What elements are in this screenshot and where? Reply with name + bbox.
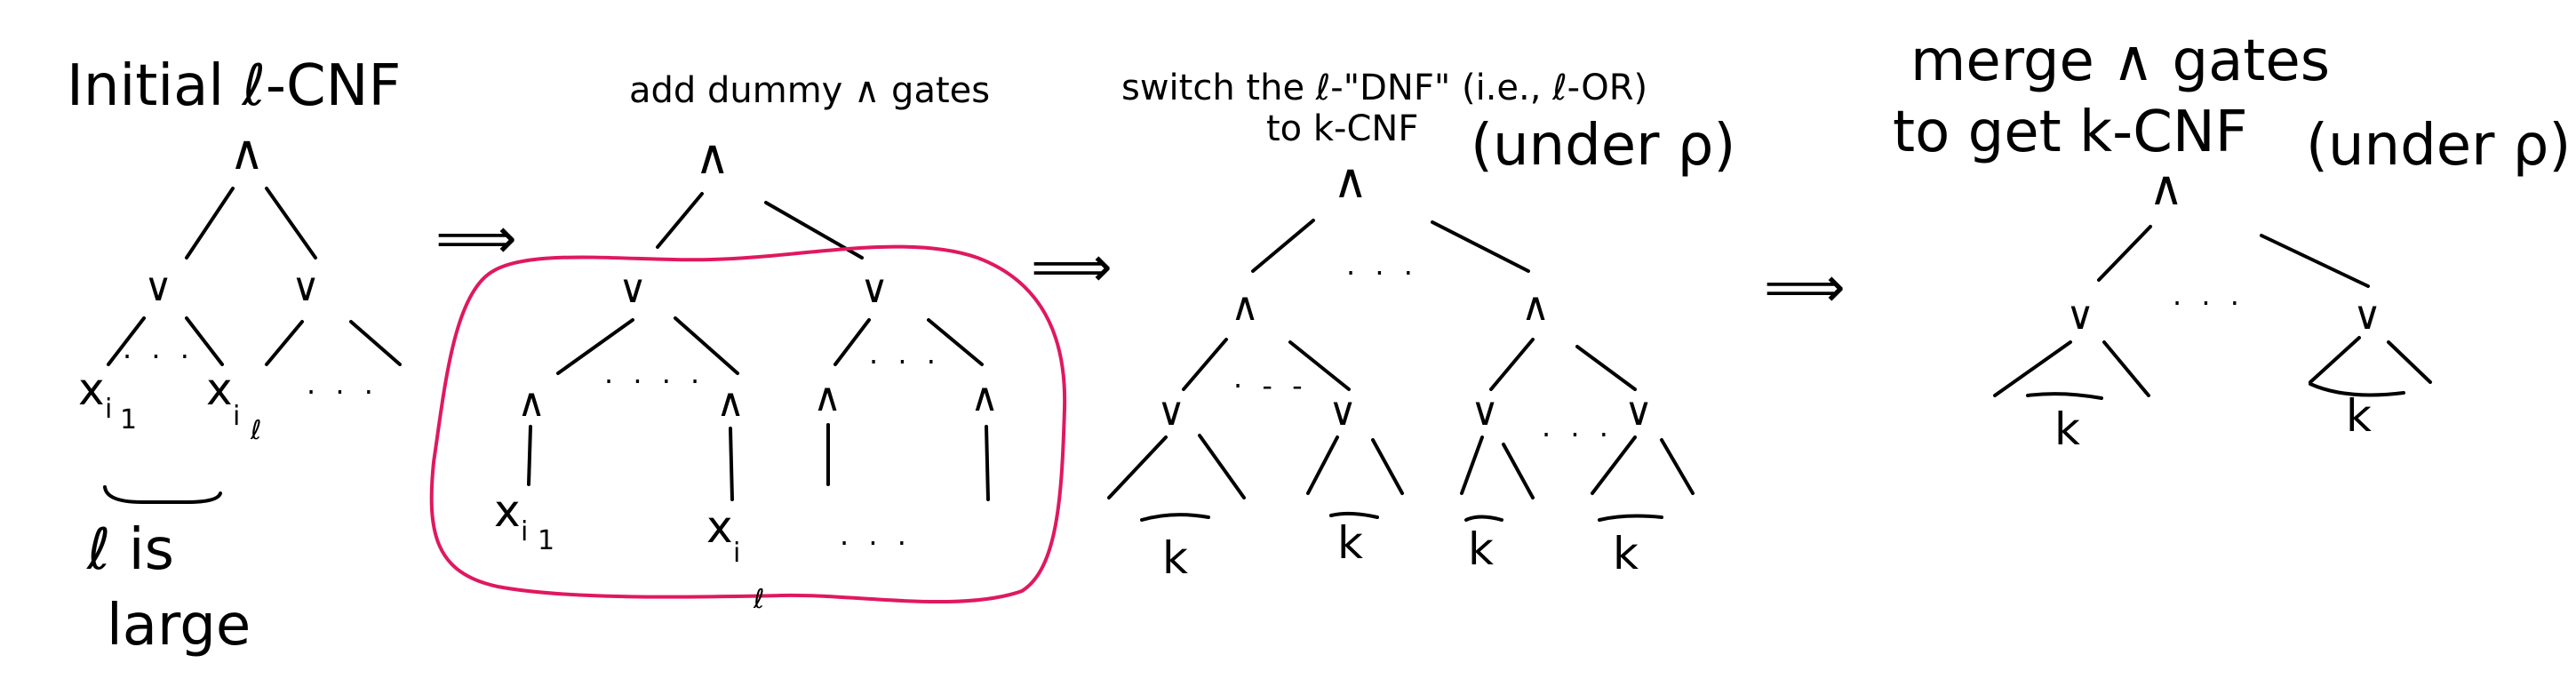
dots-mid-left: · - - — [1233, 369, 1308, 403]
arrow-1: ⟹ — [435, 206, 517, 272]
or-gate-2: ∨ — [1328, 389, 1357, 435]
stage-2-title: add dummy ∧ gates — [629, 70, 990, 111]
edge-root-right — [1431, 220, 1530, 273]
or-gate-right: ∨ — [2353, 293, 2381, 339]
note-large: large — [107, 593, 251, 659]
edge-root-left — [2097, 225, 2152, 282]
dots-between-vars: · · · — [123, 340, 195, 373]
edge-and4-child — [985, 425, 990, 501]
stage-3-title-line2b: (under ρ) — [1471, 113, 1735, 179]
svg-text:1: 1 — [538, 525, 554, 556]
svg-text:i: i — [233, 401, 240, 432]
edge-or-left-and2 — [674, 316, 739, 375]
svg-text:x: x — [206, 363, 233, 415]
or-gate-left: ∨ — [144, 265, 172, 310]
edge-or-left-varl — [185, 316, 224, 366]
dots-mid: · · · — [2173, 286, 2245, 320]
stage-3-title-line1: switch the ℓ-"DNF" (i.e., ℓ-OR) — [1121, 68, 1647, 108]
svg-text:x: x — [706, 501, 733, 553]
root-and-gate: ∧ — [1333, 153, 1368, 209]
edge-or-right-child2 — [349, 320, 402, 366]
svg-text:ℓ: ℓ — [753, 584, 764, 615]
and-gate-1: ∧ — [517, 380, 546, 426]
edge-and-left-or1 — [1182, 338, 1228, 391]
edge-and-right-or4 — [1575, 345, 1637, 391]
edge-and-left-or2 — [1288, 340, 1351, 391]
edge-or-right-and3 — [833, 318, 871, 366]
clause-3-fanin: k — [1460, 435, 1535, 575]
and-gate-3: ∧ — [813, 375, 841, 420]
svg-text:k: k — [1162, 532, 1188, 584]
edge-root-right — [2260, 234, 2370, 288]
svg-text:x: x — [494, 485, 521, 537]
variable-x-i1: x i 1 — [494, 485, 554, 556]
edge-root-right — [265, 187, 317, 260]
svg-text:x: x — [78, 363, 105, 415]
edge-or-left-var1 — [107, 316, 146, 366]
root-and-gate: ∧ — [229, 124, 265, 180]
dots-top: · · · — [1346, 256, 1418, 290]
or-gate-right: ∨ — [860, 267, 889, 312]
dots-right-and: · · · — [869, 345, 941, 379]
edge-or-right-and4 — [927, 318, 984, 366]
svg-text:i: i — [105, 394, 112, 425]
stage-switch-to-cnf: switch the ℓ-"DNF" (i.e., ℓ-OR) to k-CNF… — [1107, 68, 1735, 584]
dots-bottom: · · · — [840, 526, 912, 560]
stage-1-title: Initial ℓ-CNF — [67, 53, 401, 119]
dots-trailing: · · · — [307, 375, 379, 409]
stage-3-title-line2a: to k-CNF — [1266, 108, 1418, 149]
variable-x-i1: x i 1 — [78, 363, 137, 435]
variable-x-il: x i ℓ — [206, 363, 261, 446]
edge-or-left-and1 — [556, 318, 634, 375]
svg-text:i: i — [733, 538, 740, 569]
edge-and1-var — [527, 425, 532, 486]
svg-text:k: k — [2346, 390, 2372, 442]
clause-2-fanin: k — [1306, 435, 1404, 569]
stage-4-title-line2b: (under ρ) — [2306, 113, 2571, 179]
edge-and-right-or3 — [1489, 338, 1535, 391]
stage-initial-cnf: Initial ℓ-CNF ∧ ∨ ∨ · · · x i 1 x i ℓ · … — [67, 53, 402, 659]
note-l-is: ℓ is — [86, 517, 174, 583]
edge-or-right-child1 — [265, 320, 304, 366]
dots-mid-right: · · · — [1542, 418, 1614, 451]
brace-underline — [103, 485, 222, 504]
edge-root-left — [656, 192, 704, 249]
stage-4-title-line1: merge ∧ gates — [1910, 28, 2330, 94]
or-gate-right: ∨ — [291, 265, 320, 310]
and-gate-right: ∧ — [1521, 284, 1550, 330]
dots-left-and: · · · · — [604, 364, 705, 398]
clause-4-fanin: k — [1591, 435, 1695, 579]
or-gate-4: ∨ — [1624, 389, 1653, 435]
variable-x-il: x i ℓ — [706, 501, 764, 615]
svg-text:k: k — [1337, 517, 1363, 569]
clause-1-fanin: k — [1107, 434, 1246, 584]
or-gate-left: ∨ — [2066, 293, 2094, 339]
and-gate-4: ∧ — [970, 375, 999, 420]
or-gate-1: ∨ — [1157, 389, 1185, 435]
svg-text:1: 1 — [120, 404, 137, 435]
edge-and2-var — [729, 427, 734, 501]
svg-text:k: k — [2054, 403, 2080, 455]
and-gate-left: ∧ — [1231, 284, 1259, 330]
root-and-gate: ∧ — [2149, 160, 2184, 216]
stage-add-dummy-gates: add dummy ∧ gates ∧ ∨ ∨ ∧ · · · · ∧ ∧ · … — [429, 70, 1067, 615]
or-gate-3: ∨ — [1471, 389, 1499, 435]
root-and-gate: ∧ — [695, 129, 730, 185]
or-gate-left: ∨ — [618, 267, 647, 312]
edge-root-left — [185, 187, 235, 260]
svg-text:k: k — [1613, 528, 1639, 579]
stage-merge-and-gates: merge ∧ gates to get k-CNF (under ρ) ∧ ∨… — [1893, 28, 2571, 455]
highlight-region — [429, 244, 1067, 604]
arrow-2: ⟹ — [1031, 235, 1113, 300]
svg-text:i: i — [521, 516, 528, 547]
clause-left-fanin: k — [1993, 340, 2150, 455]
clause-right-fanin: k — [2309, 336, 2432, 442]
arrow-3: ⟹ — [1764, 255, 1846, 321]
edge-root-left — [1251, 219, 1315, 273]
and-gate-2: ∧ — [716, 380, 745, 426]
svg-text:ℓ: ℓ — [250, 415, 261, 446]
stage-4-title-line2a: to get k-CNF — [1893, 100, 2248, 165]
svg-text:k: k — [1468, 523, 1494, 575]
